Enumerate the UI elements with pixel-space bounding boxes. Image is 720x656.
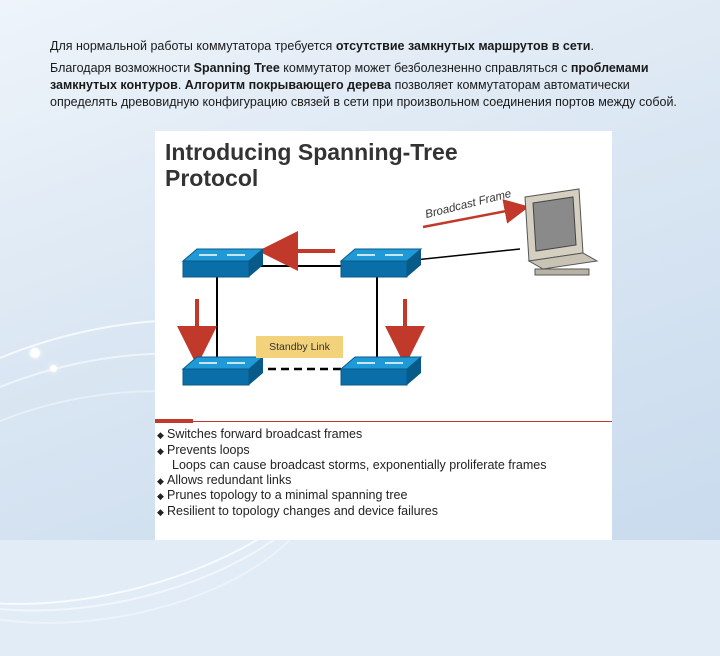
intro-text: Благодаря возможности — [50, 61, 194, 75]
intro-emphasis: Spanning Tree — [193, 61, 280, 75]
bullet-item: ◆Prevents loops — [157, 443, 547, 459]
pc-link — [404, 248, 521, 262]
bullet-text: Switches forward broadcast frames — [167, 427, 363, 441]
switch-icon — [181, 356, 265, 386]
bullet-item: ◆Resilient to topology changes and devic… — [157, 504, 547, 520]
intro-text: . — [177, 78, 185, 92]
bullet-item: ◆Switches forward broadcast frames — [157, 427, 547, 443]
switch-icon — [181, 248, 265, 278]
intro-text: коммутатор может безболезненно справлять… — [279, 61, 571, 75]
intro-paragraph-1: Для нормальной работы коммутатора требуе… — [50, 38, 690, 55]
broadcast-arrow-from-pc — [422, 199, 530, 229]
figure-title-line: Protocol — [165, 165, 259, 191]
decorative-dot — [50, 365, 57, 372]
intro-text: позволяет коммутаторам автоматически опр… — [50, 78, 677, 109]
bullet-text: Resilient to topology changes and device… — [167, 503, 439, 518]
standby-link-label: Standby Link — [256, 336, 343, 358]
intro-text: . — [590, 39, 594, 53]
intro-text: Для нормальной работы коммутатора требуе… — [50, 39, 336, 53]
switch-icon — [339, 248, 423, 278]
bullet-icon: ◆ — [157, 430, 164, 440]
bullet-item: ◆Allows redundant links — [157, 473, 547, 489]
figure-title-line: Introducing Spanning-Tree — [165, 139, 458, 165]
decorative-dot — [30, 348, 40, 358]
bullet-icon: ◆ — [157, 491, 164, 501]
bullet-icon: ◆ — [157, 445, 164, 456]
computer-icon — [524, 188, 599, 276]
intro-emphasis: Алгоритм покрывающего дерева — [184, 78, 392, 92]
bullet-text: Prunes topology to a minimal spanning tr… — [167, 488, 408, 502]
bullet-text: Loops can cause broadcast storms, expone… — [172, 458, 547, 472]
bullet-icon: ◆ — [157, 475, 164, 486]
bullet-list: ◆Switches forward broadcast frames◆Preve… — [157, 427, 547, 519]
intro-emphasis: проблемами замкнутых контуров — [50, 61, 649, 92]
bullet-item: Loops can cause broadcast storms, expone… — [157, 458, 547, 473]
figure-title: Introducing Spanning-Tree Protocol — [165, 139, 458, 191]
topology-diagram — [177, 188, 599, 386]
bullet-icon: ◆ — [157, 506, 164, 517]
bullet-text: Prevents loops — [167, 442, 250, 457]
divider — [155, 421, 612, 422]
intro-emphasis: отсутствие замкнутых маршрутов в сети — [335, 39, 591, 53]
switch-icon — [339, 356, 423, 386]
bullet-text: Allows redundant links — [167, 472, 292, 487]
spanning-tree-figure: Introducing Spanning-Tree Protocol — [155, 131, 612, 540]
intro-paragraph-2: Благодаря возможности Spanning Tree комм… — [50, 60, 690, 111]
bullet-item: ◆Prunes topology to a minimal spanning t… — [157, 488, 547, 504]
